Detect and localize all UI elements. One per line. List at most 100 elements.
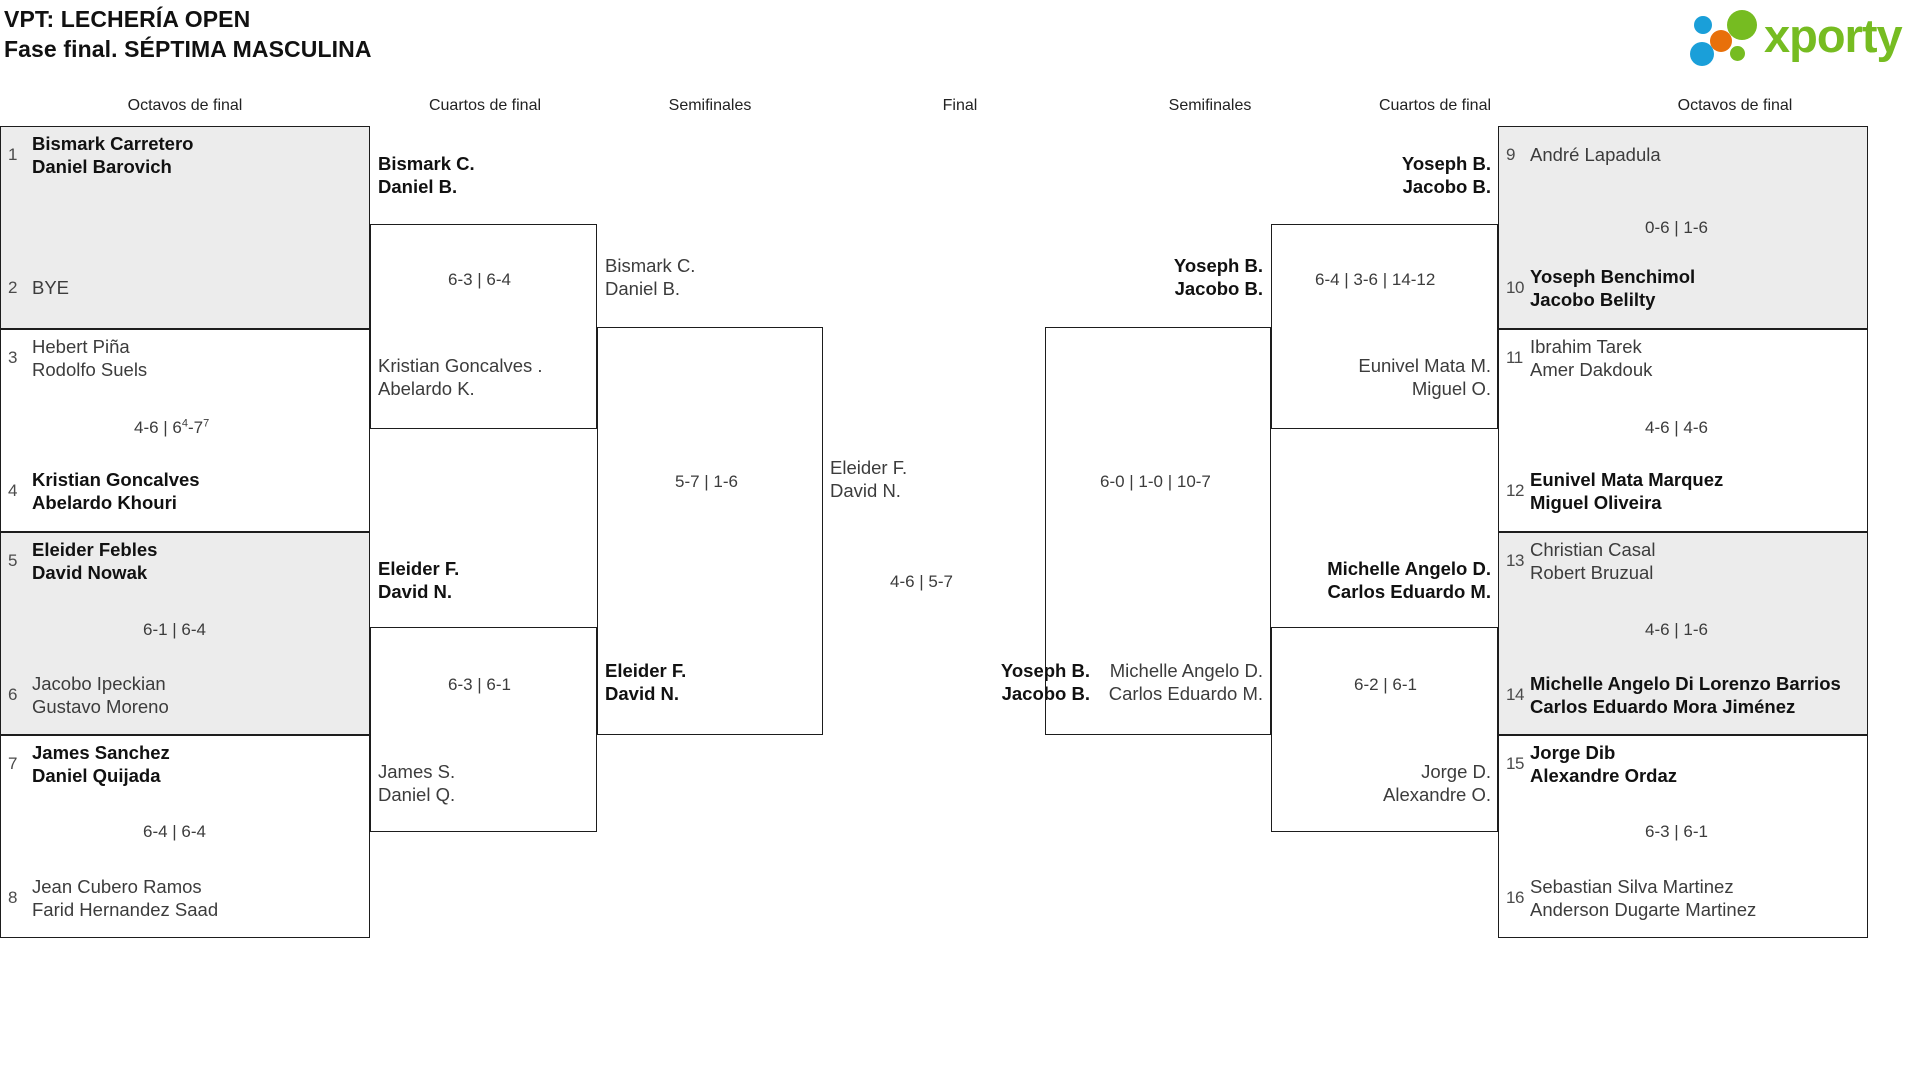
- connector-left-semis: [597, 327, 823, 735]
- round-header-semis-left: Semifinales: [668, 97, 752, 114]
- match-box-left-4[interactable]: [0, 735, 370, 938]
- logo-wordmark: xporty: [1764, 9, 1903, 62]
- score-left-octavos-2: 4-6 | 64-77: [134, 417, 210, 437]
- score-right-octavos-2: 4-6 | 4-6: [1645, 418, 1709, 437]
- advancer-right-cuartos-4: Jorge D.Alexandre O.: [1383, 761, 1491, 805]
- connector-left-cuartos-1: [370, 224, 597, 429]
- logo-dot-green-large: [1727, 10, 1757, 40]
- seed-number: 8: [8, 888, 18, 907]
- match-box-right-4[interactable]: [1498, 735, 1868, 938]
- advancer-right-cuartos-1: Yoseph B.Jacobo B.: [1401, 153, 1491, 197]
- seed-number: 14: [1506, 685, 1524, 704]
- finalist-left: Eleider F.David N.: [830, 457, 908, 501]
- match-box-right-3[interactable]: [1498, 532, 1868, 735]
- advancer-right-cuartos-2: Eunivel Mata M.Miguel O.: [1358, 355, 1491, 399]
- score-right-octavos-3: 4-6 | 1-6: [1645, 620, 1709, 639]
- seed-number: 5: [8, 551, 18, 570]
- match-box-left-1[interactable]: [0, 126, 370, 329]
- match-box-left-3[interactable]: [0, 532, 370, 735]
- score-right-cuartos-2: 6-2 | 6-1: [1354, 675, 1418, 694]
- score-left-octavos-4: 6-4 | 6-4: [143, 822, 207, 841]
- score-right-octavos-1: 0-6 | 1-6: [1645, 218, 1709, 237]
- page-title: VPT: LECHERÍA OPEN Fase final. SÉPTIMA M…: [4, 4, 372, 64]
- match-box-right-1[interactable]: [1498, 126, 1868, 329]
- tournament-subtitle: Fase final. SÉPTIMA MASCULINA: [4, 36, 372, 62]
- seed-number: 13: [1506, 551, 1524, 570]
- advancer-left-semis-2: Eleider F.David N.: [605, 660, 687, 704]
- seed-number: 7: [8, 754, 18, 773]
- score-right-cuartos-1: 6-4 | 3-6 | 14-12: [1315, 270, 1436, 289]
- entry-seed-2[interactable]: 2 BYE: [8, 276, 69, 299]
- advancer-left-cuartos-1: Bismark C.Daniel B.: [378, 153, 475, 197]
- logo-dot-blue-small: [1694, 16, 1712, 34]
- logo-dot-blue-large: [1690, 42, 1714, 66]
- seed-number: 3: [8, 348, 18, 367]
- match-box-right-2[interactable]: [1498, 329, 1868, 532]
- score-left-semis: 5-7 | 1-6: [675, 472, 739, 491]
- logo-dot-orange: [1710, 30, 1732, 52]
- seed-number: 4: [8, 481, 18, 500]
- connector-right-cuartos-1: [1271, 224, 1498, 429]
- tournament-title: VPT: LECHERÍA OPEN: [4, 6, 251, 32]
- seed-number: 9: [1506, 145, 1516, 164]
- seed-number: 2: [8, 278, 18, 297]
- score-left-octavos-3: 6-1 | 6-4: [143, 620, 207, 639]
- connector-left-cuartos-2: [370, 627, 597, 832]
- advancer-left-semis-1: Bismark C.Daniel B.: [605, 255, 696, 299]
- team-name: BYE: [32, 277, 70, 298]
- seed-number: 15: [1506, 754, 1524, 773]
- score-right-octavos-4: 6-3 | 6-1: [1645, 822, 1709, 841]
- match-box-left-2[interactable]: [0, 329, 370, 532]
- seed-number: 11: [1506, 348, 1523, 367]
- round-header-octavos-right: Octavos de final: [1677, 97, 1793, 114]
- connector-right-semis: [1045, 327, 1271, 735]
- seed-number: 1: [8, 145, 18, 164]
- seed-number: 10: [1506, 278, 1524, 297]
- score-left-cuartos-2: 6-3 | 6-1: [448, 675, 512, 694]
- seed-number: 12: [1506, 481, 1524, 500]
- advancer-left-cuartos-3: Eleider F.David N.: [378, 558, 460, 602]
- team-name: André Lapadula: [1530, 144, 1661, 165]
- entry-seed-9[interactable]: 9 André Lapadula: [1506, 143, 1661, 166]
- round-header-final: Final: [942, 97, 978, 114]
- round-header-octavos-left: Octavos de final: [127, 97, 243, 114]
- advancer-left-cuartos-4: James S.Daniel Q.: [378, 761, 456, 805]
- advancer-right-cuartos-3: Michelle Angelo D.Carlos Eduardo M.: [1327, 558, 1491, 602]
- round-header-cuartos-left: Cuartos de final: [428, 97, 542, 114]
- score-final: 4-6 | 5-7: [890, 572, 954, 591]
- seed-number: 16: [1506, 888, 1524, 907]
- xporty-logo: xporty: [1682, 6, 1912, 66]
- advancer-right-semis-1: Yoseph B.Jacobo B.: [1173, 255, 1263, 299]
- score-left-cuartos-1: 6-3 | 6-4: [448, 270, 512, 289]
- advancer-right-semis-2: Michelle Angelo D.Carlos Eduardo M.: [1108, 660, 1263, 704]
- round-header-cuartos-right: Cuartos de final: [1378, 97, 1492, 114]
- score-right-semis: 6-0 | 1-0 | 10-7: [1100, 472, 1211, 491]
